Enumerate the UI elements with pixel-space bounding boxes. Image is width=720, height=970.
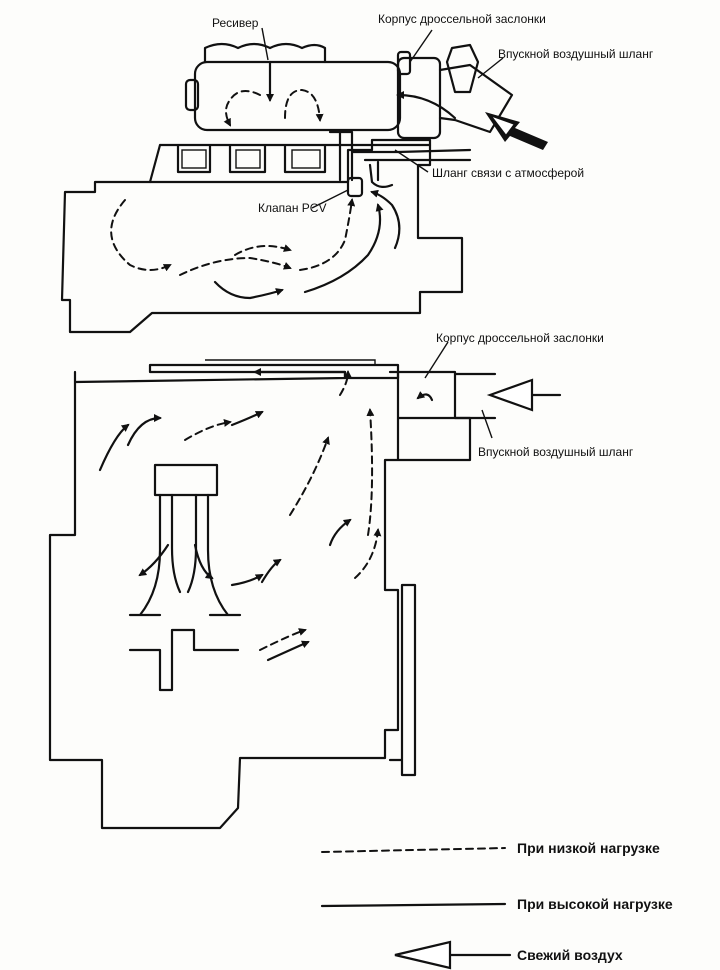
receiver-end-cap [184,78,200,112]
top-engine-view: Ресивер Корпус дроссельной заслонки Впус… [60,12,654,334]
flow-solid-block-bottom [213,280,284,300]
label-atm-hose: Шланг связи с атмосферой [432,166,584,180]
piston [153,463,219,497]
fresh-air-arrow-bottom [486,378,534,412]
flow-solid-left-up [98,423,130,472]
intake-hose-bottom [453,372,497,420]
bottom-engine-view: Корпус дроссельной заслонки Впускной воз… [48,331,634,830]
legend-fresh-label: Свежий воздух [517,947,623,963]
receiver-top-bumps [203,42,327,64]
flow-solid-mid-2 [260,558,282,584]
flow-solid-upper-left [126,414,162,447]
intake-runners [148,143,432,184]
flow-dash-receiver-right [284,88,324,122]
label-pcv-valve: Клапан PCV [258,201,326,215]
flow-dash-diag-1 [289,436,330,516]
intake-hose-top-shape [438,63,514,134]
leader-throttle-bottom [424,341,449,379]
label-intake-hose-top: Впускной воздушный шланг [498,47,654,61]
flow-solid-block-right [370,189,401,250]
bottom-right-plate [388,583,417,777]
flow-solid-block-up [303,203,384,294]
flow-solid-low-left [230,573,264,587]
engine-block-top [60,138,464,334]
intake-hose-neck [445,43,480,94]
leader-receiver [261,27,269,61]
legend: При низкой нагрузке При высокой нагрузке… [320,840,673,970]
flow-dash-receiver-left [223,90,261,127]
flow-solid-throttle-in [396,91,457,120]
crankshaft [128,628,240,692]
atmosphere-hose [368,160,394,189]
flow-solid-mid-1 [328,518,352,547]
legend-high-line [320,902,507,908]
label-receiver: Ресивер [212,16,259,30]
label-intake-hose-bottom: Впускной воздушный шланг [478,445,634,459]
flow-dash-right-rise [366,408,375,536]
label-throttle-bottom: Корпус дроссельной заслонки [436,331,604,345]
label-throttle-top: Корпус дроссельной заслонки [378,12,546,26]
pcv-tube [328,130,472,182]
flow-dash-upper [184,418,232,441]
flow-solid-piston-right [193,543,214,580]
flow-solid-upper-right [230,410,264,427]
throttle-flange [396,50,412,76]
flow-dash-right-low [354,528,382,579]
legend-low-line [321,847,506,853]
legend-low-label: При низкой нагрузке [517,840,660,856]
runner-2 [235,149,261,169]
pcv-valve [346,176,364,198]
runner-3 [291,149,321,169]
flow-dash-low-mid [259,628,307,651]
leader-intake-bottom [481,409,493,439]
flow-dash-block-rise [299,198,356,271]
leader-pcv [311,189,349,209]
flow-dash-block-left [110,199,172,272]
leader-throttle-top [409,29,433,63]
bottom-block [48,370,472,830]
flow-solid-piston-left [138,543,170,577]
legend-fresh-arrow [394,940,452,970]
connecting-rod [128,493,242,617]
flow-solid-low-right [266,640,310,662]
bottom-top-rail-inner [205,359,376,365]
leader-intake-top [477,57,504,79]
flow-solid-throttle-bottom [416,391,434,402]
runner-1 [181,149,207,169]
receiver-body [193,60,402,132]
flow-dash-block-mid [179,256,292,276]
flow-dash-block-center [234,244,292,256]
legend-high-label: При высокой нагрузке [517,896,673,912]
fresh-air-arrow-top-outline [487,112,517,138]
leader-atm [394,149,429,173]
flow-dash-top-rise [339,370,352,396]
